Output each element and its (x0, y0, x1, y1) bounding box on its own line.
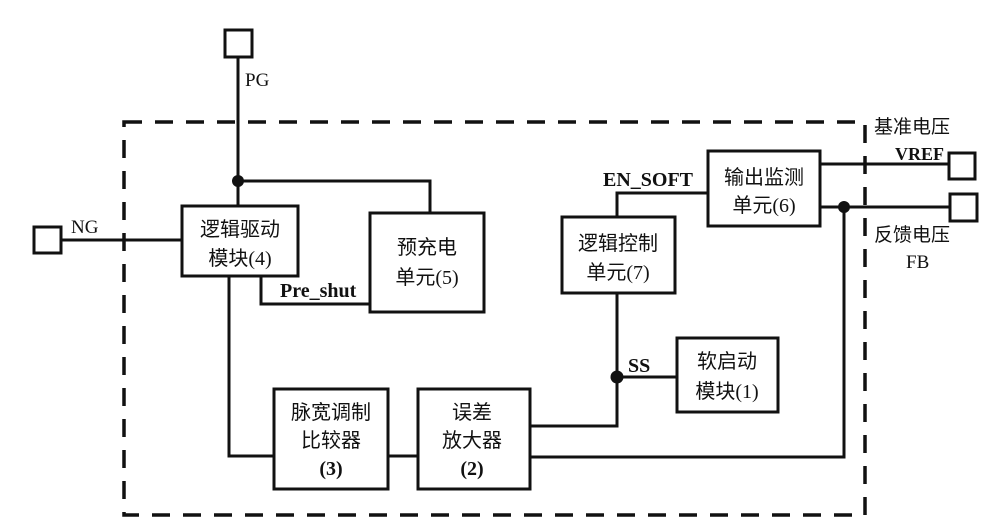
wire-ss-ea (530, 293, 619, 428)
signal-ss: SS (628, 355, 650, 377)
block-label: 单元(5) (395, 266, 458, 289)
block-label: 预充电 (397, 236, 457, 259)
signal-en-soft: EN_SOFT (603, 169, 694, 191)
pin-fb-label: FB (906, 252, 929, 273)
block-label: 模块(1) (695, 380, 758, 403)
wires (61, 57, 950, 459)
block-label: 比较器 (301, 429, 361, 452)
junction-dot-fb (838, 201, 850, 213)
block-label: 模块(4) (208, 247, 271, 270)
pin-fb-cn-label: 反馈电压 (874, 224, 950, 246)
wire-pre-shut (259, 276, 370, 306)
pin-fb (948, 192, 979, 223)
block-label: 单元(6) (732, 194, 795, 217)
pin-vref (947, 151, 977, 181)
pin-vref-cn-label: 基准电压 (874, 116, 950, 138)
wire-drive-pwm (227, 276, 274, 458)
junction-dot-ss (610, 370, 624, 384)
junction-dot-pg (232, 175, 244, 187)
block-pwm-comparator: 脉宽调制 比较器 (3) (272, 387, 390, 491)
block-output-monitor: 输出监测 单元(6) (706, 149, 822, 228)
block-error-amplifier: 误差 放大器 (2) (416, 387, 532, 491)
block-label: 逻辑驱动 (200, 218, 280, 241)
wire-fb-ea (530, 207, 846, 459)
block-label: 误差 (452, 401, 492, 424)
pin-pg (223, 28, 254, 59)
pin-ng (32, 225, 63, 255)
block-label: 软启动 (697, 350, 757, 373)
block-label: 脉宽调制 (291, 401, 371, 424)
pin-pg-label: PG (245, 70, 270, 91)
block-label: 逻辑控制 (578, 232, 658, 255)
block-label: 输出监测 (724, 166, 804, 189)
chip-boundary (122, 120, 867, 517)
signal-pre-shut: Pre_shut (280, 280, 357, 302)
block-logic-control: 逻辑控制 单元(7) (560, 215, 677, 295)
wire-pg-precharge (238, 179, 432, 213)
pin-ng-label: NG (71, 217, 99, 238)
block-precharge: 预充电 单元(5) (368, 211, 486, 314)
block-label: 单元(7) (586, 261, 649, 284)
block-label: 放大器 (442, 429, 502, 452)
pin-vref-label: VREF (895, 144, 944, 164)
block-logic-drive: 逻辑驱动 模块(4) (180, 204, 300, 278)
block-label: (2) (460, 458, 483, 480)
block-label: (3) (319, 458, 342, 480)
block-soft-start: 软启动 模块(1) (675, 336, 780, 414)
wire-en-soft (615, 191, 708, 217)
